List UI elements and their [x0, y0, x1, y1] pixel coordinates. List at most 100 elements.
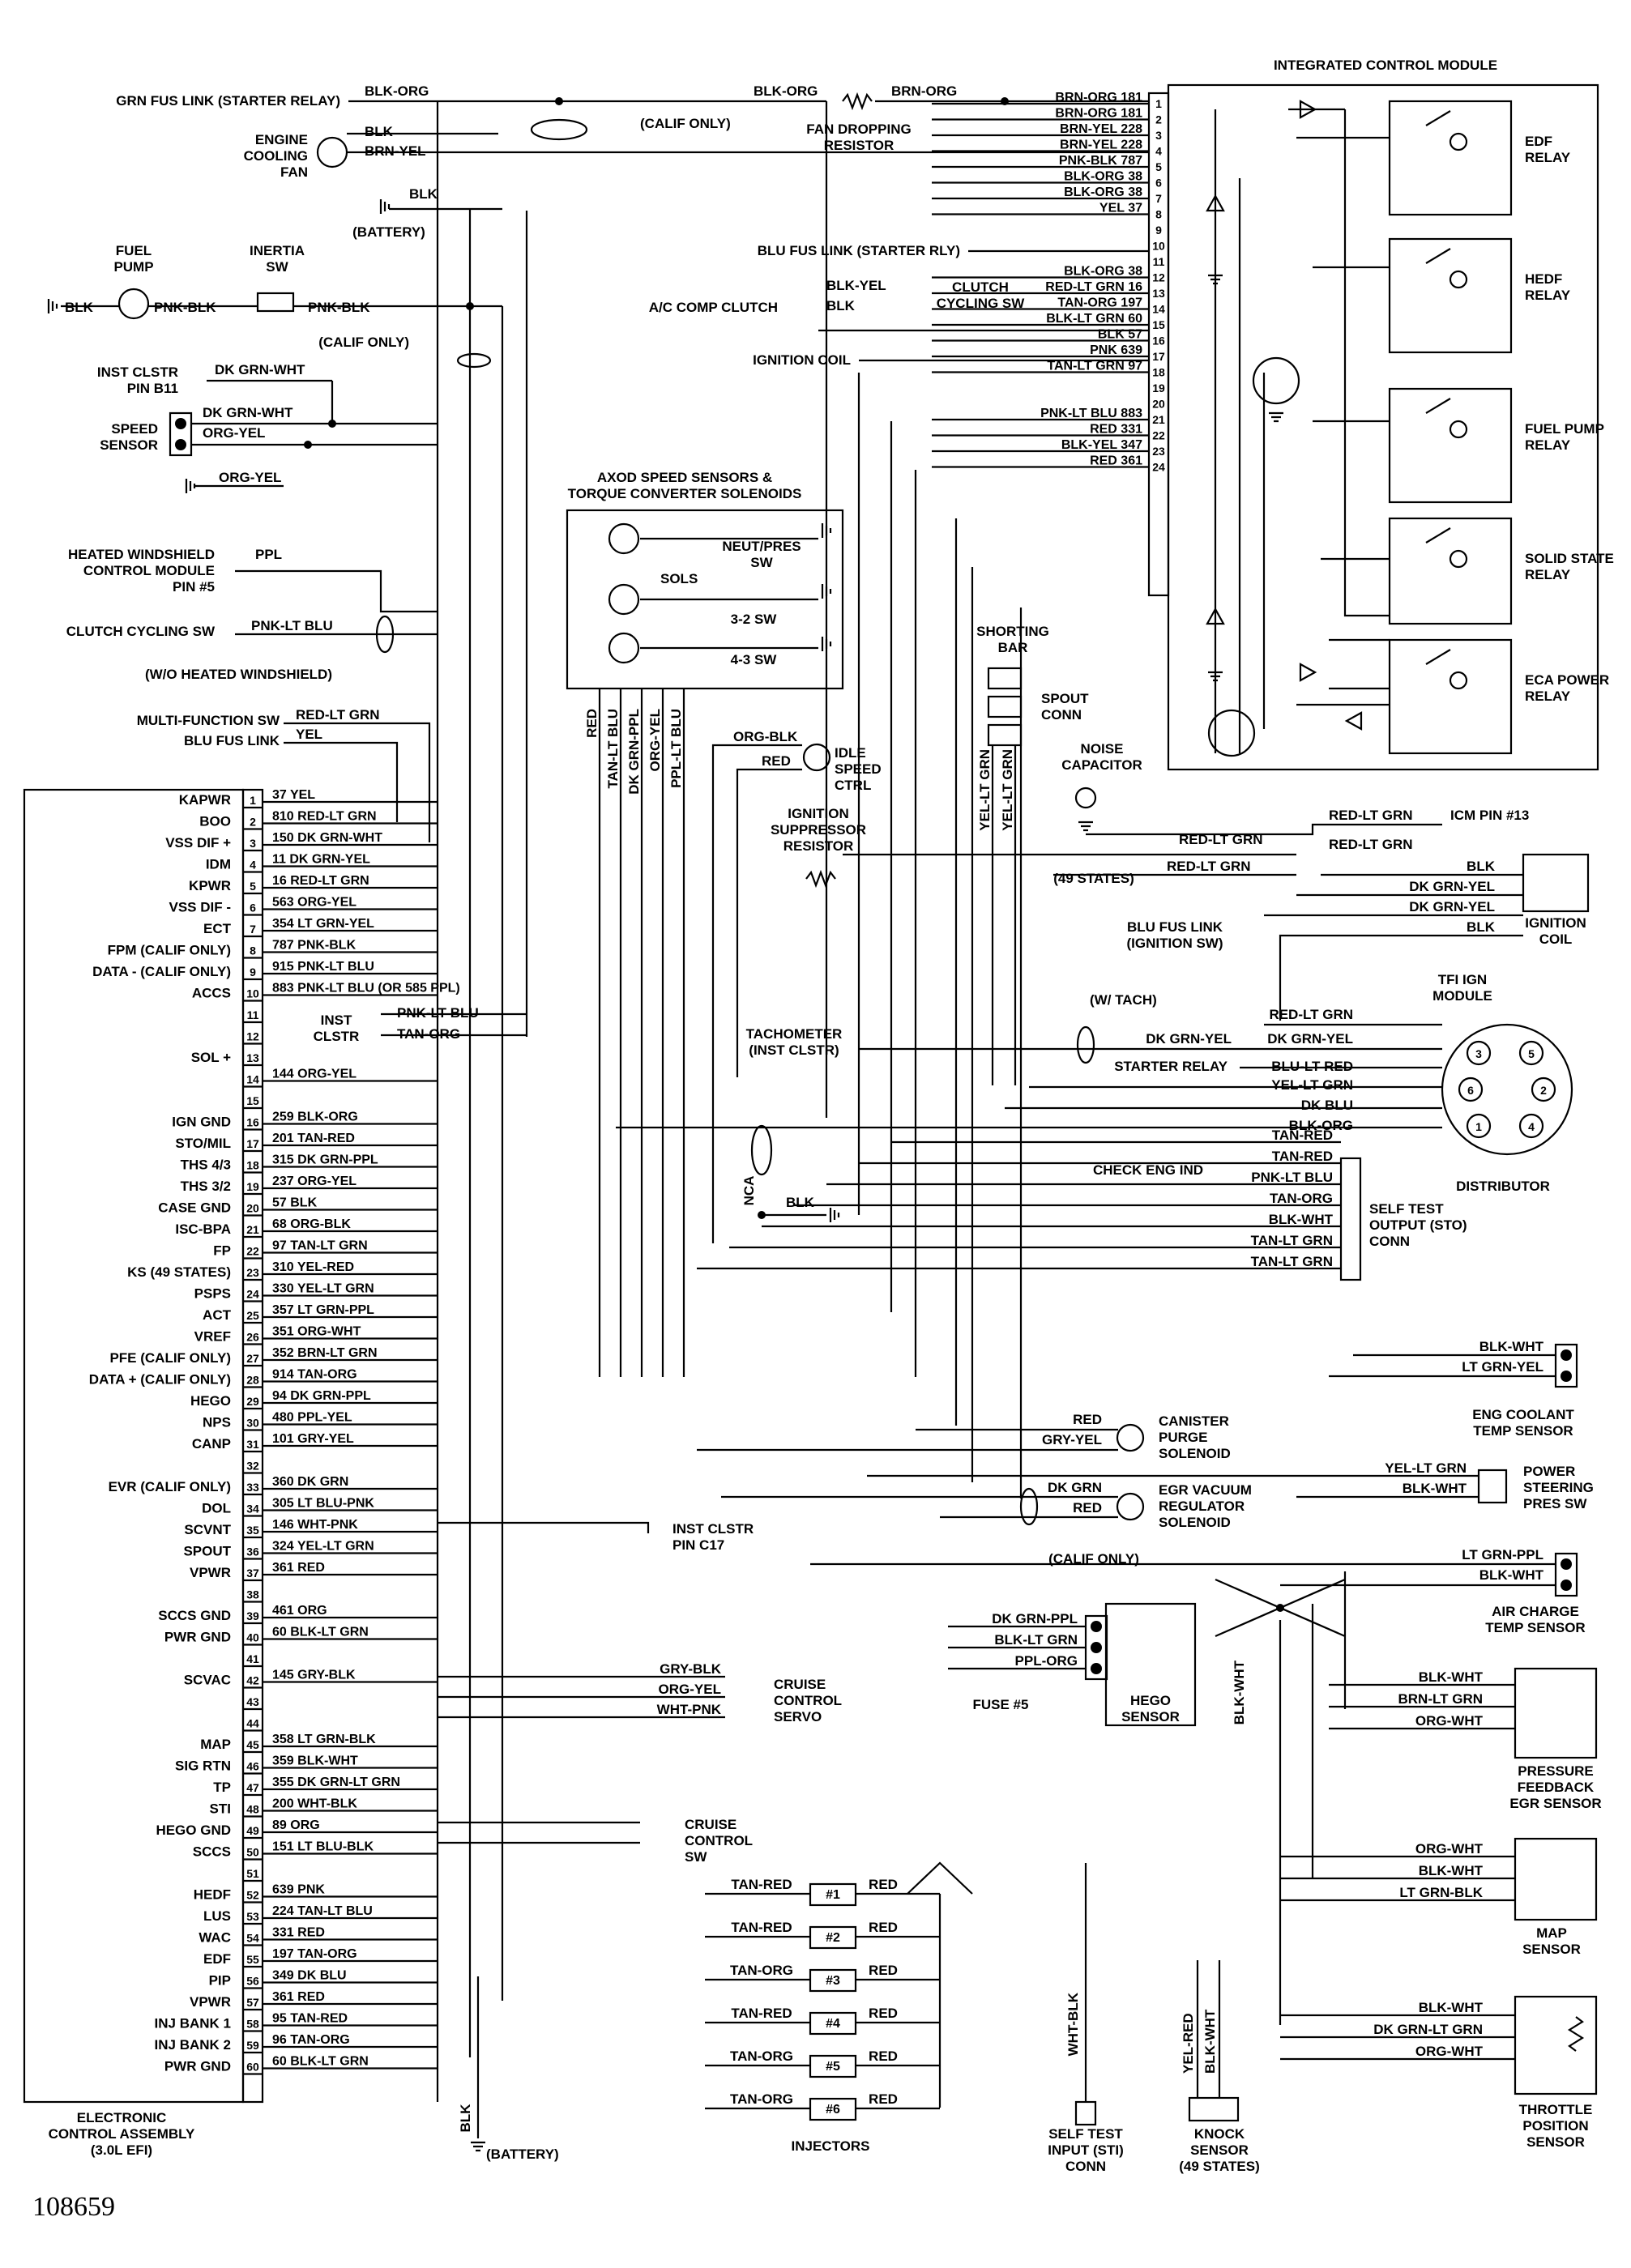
icm-pin-number: 7 [1155, 192, 1162, 205]
injector-number: #3 [826, 1974, 840, 1988]
ecu-pin-number: 34 [246, 1503, 259, 1516]
ecu-pin-number: 37 [246, 1567, 259, 1580]
egr-vac-label: SOLENOID [1159, 1515, 1231, 1530]
ecu-wire-label: 461 ORG [272, 1604, 327, 1618]
ecu-title: (3.0L EFI) [91, 2142, 152, 2158]
icm-title: INTEGRATED CONTROL MODULE [1274, 58, 1497, 73]
inertia-switch-icon [256, 292, 295, 313]
icm-pin-number: 22 [1152, 429, 1165, 442]
inst-clstr-wire [207, 379, 334, 424]
inst-clstr-label: PIN B11 [127, 381, 178, 396]
sti-conn-label: SELF TEST [1048, 2126, 1123, 2142]
map-wire-label: ORG-WHT [1415, 1841, 1484, 1857]
ecu-pin-number: 11 [247, 1008, 259, 1021]
ecu-pin-number: 21 [246, 1223, 259, 1236]
tfi-wire [616, 1047, 1264, 1129]
ecu-pin-number: 13 [246, 1051, 259, 1064]
cruise-servo-wire-label: WHT-PNK [657, 1702, 722, 1717]
sto-wire-label: PNK-LT BLU [1251, 1170, 1333, 1185]
icm-wire-label: BLK 57 [1098, 328, 1142, 342]
ecu-pin-number: 35 [246, 1524, 259, 1537]
calif-only-label: (CALIF ONLY) [640, 116, 731, 131]
nca-label: NCA [741, 1176, 757, 1206]
relay-label: HEDF [1525, 271, 1562, 287]
ecu-pin-number: 23 [246, 1266, 259, 1279]
ecu-pin-number: 3 [250, 837, 256, 850]
distributor-terminal [1466, 1113, 1492, 1139]
ground-icon [821, 523, 832, 538]
ecu-pin-number: 20 [246, 1202, 259, 1215]
ecu-pin-name: CASE GND [158, 1200, 231, 1216]
ecu-wire-label: 201 TAN-RED [272, 1132, 355, 1145]
distributor-icon [1441, 1023, 1573, 1156]
wire-label: RED-LT GRN [1179, 832, 1263, 847]
wire-label: RED-LT GRN [1167, 859, 1251, 874]
tps-wire-label: ORG-WHT [1415, 2044, 1484, 2059]
wire-label: DK GRN-WHT [215, 362, 305, 377]
resistor-icon [842, 92, 873, 111]
inertia-switch-label: INERTIA [250, 243, 305, 258]
inst-clstr-mid-label: CLSTR [314, 1029, 360, 1044]
ecu-pin-number: 52 [246, 1889, 259, 1902]
ecu-pin-name: VPWR [190, 1994, 231, 2010]
cruise-sw-wire [438, 1821, 640, 1844]
spout-wire-label: YEL-LT GRN [1000, 749, 1015, 831]
connector-terminal [1561, 1371, 1572, 1382]
knock-wire-label: BLK-WHT [1202, 2009, 1218, 2074]
icm-pin-number: 14 [1152, 303, 1165, 316]
ecu-wire-label: 145 GRY-BLK [272, 1669, 356, 1682]
ground-icon [1078, 821, 1093, 832]
wire-label: GRY-YEL [1042, 1432, 1102, 1447]
axod-internal-wire [640, 537, 818, 650]
relay-contact [1425, 110, 1451, 126]
wire-label: BRN-ORG [891, 83, 957, 99]
ecu-pin-number: 19 [246, 1180, 259, 1193]
ecu-wire-label: 351 ORG-WHT [272, 1325, 361, 1339]
ecu-pin-name: KS (49 STATES) [127, 1264, 231, 1280]
states-49-label: (49 STATES) [1053, 871, 1134, 886]
ecu-pin-number: 14 [246, 1073, 259, 1086]
icm-wire-label: RED-LT GRN 16 [1045, 280, 1142, 294]
injector-right-wire-label: RED [869, 2091, 898, 2107]
transistor-icon [1207, 709, 1256, 757]
figure-id: 108659 [32, 2192, 115, 2222]
ecu-pin-number: 36 [246, 1545, 259, 1558]
ecu-wire-label: 151 LT BLU-BLK [272, 1840, 374, 1854]
sti-connector [1074, 2100, 1097, 2126]
wire-label: RED-LT GRN [1329, 837, 1413, 852]
icm-pin-strip [1147, 92, 1170, 597]
tps-sensor-label: SENSOR [1526, 2134, 1585, 2150]
ecu-pin-name: SCVAC [184, 1673, 231, 1688]
ecu-pin-name: KPWR [189, 878, 231, 893]
ecu-pin-name: STI [210, 1801, 231, 1817]
distributor-terminal [1458, 1076, 1484, 1102]
wire-label: BLK [365, 124, 394, 139]
axod-wire-label: TAN-LT BLU [605, 709, 621, 789]
idle-speed-wire [711, 744, 802, 1243]
ecu-pin-number: 9 [250, 966, 256, 978]
axod-wire-label: DK GRN-PPL [626, 709, 642, 795]
act-connector [1554, 1552, 1578, 1597]
wire-label: YEL-LT GRN [1385, 1460, 1467, 1476]
ecu-pin-number: 24 [246, 1288, 259, 1301]
icm-wire-label: BLK-LT GRN 60 [1046, 312, 1142, 326]
injector-number: #2 [826, 1931, 840, 1945]
icm-pin-number: 2 [1155, 113, 1162, 126]
heated-windshield-label: PIN #5 [173, 579, 215, 595]
resistor-icon [805, 869, 836, 889]
ign-suppressor-label: SUPPRESSOR [771, 822, 866, 838]
hego-wire-label: DK GRN-PPL [992, 1611, 1078, 1626]
ecu-pin-name: SCCS [193, 1844, 231, 1860]
twisted-pair-icon [530, 118, 588, 141]
relay-contact [1425, 527, 1451, 544]
canister-label: PURGE [1159, 1430, 1207, 1445]
wire-label: DK BLU [1301, 1098, 1353, 1113]
wire-label: BLK-ORG [1289, 1118, 1353, 1133]
axod-title: TORQUE CONVERTER SOLENOIDS [568, 486, 802, 501]
act-sensor-label: AIR CHARGE [1492, 1604, 1579, 1619]
distributor-terminal [1518, 1113, 1544, 1139]
egr-vac-label: EGR VACUUM [1159, 1482, 1252, 1498]
sto-conn-label: SELF TEST [1369, 1201, 1444, 1217]
ecu-pin-number: 15 [246, 1094, 259, 1107]
ecu-pin-name: TP [213, 1780, 231, 1795]
